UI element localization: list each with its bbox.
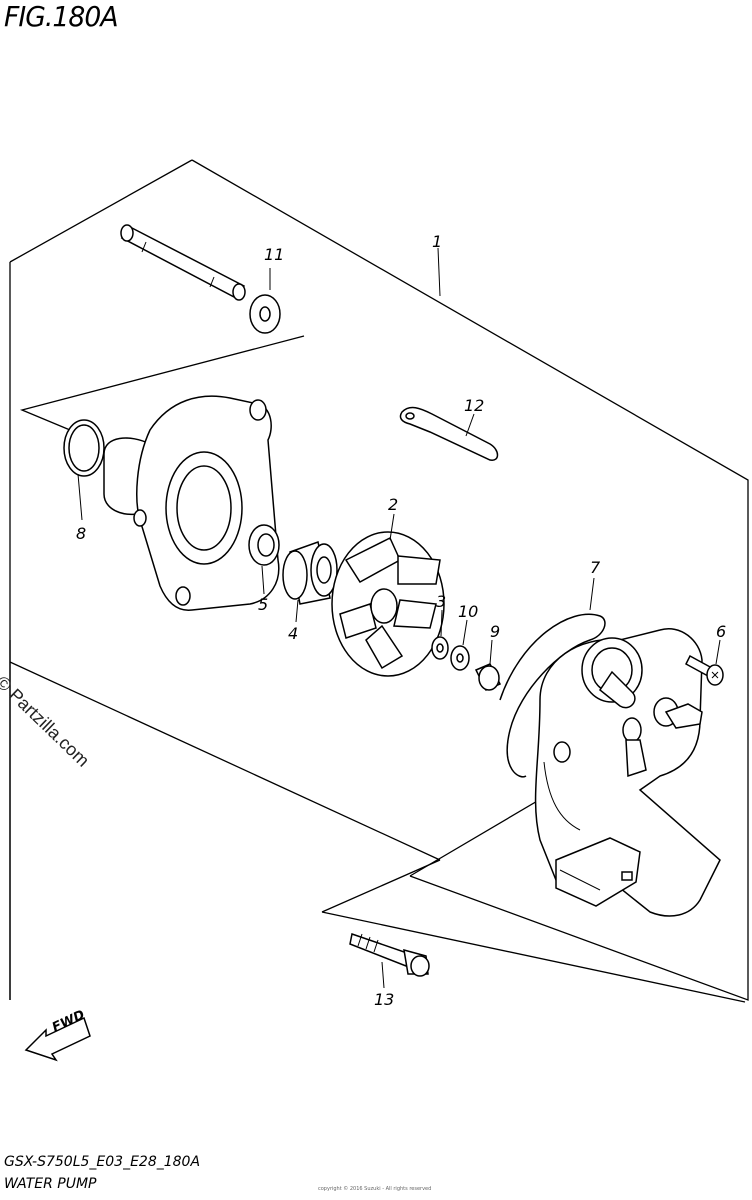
callout-4: 4 xyxy=(288,624,299,643)
mechanical-seal-4-part xyxy=(282,541,338,623)
washer-3-part xyxy=(431,609,449,660)
copyright-fine-print: copyright © 2016 Suzuki - All rights res… xyxy=(318,1186,432,1192)
o-ring-7-part xyxy=(499,577,606,778)
callout-6: 6 xyxy=(716,622,727,641)
callout-10: 10 xyxy=(458,602,479,621)
fwd-arrow-icon xyxy=(24,1016,91,1062)
model-code: GSX-S750L5_E03_E28_180A xyxy=(4,1154,201,1170)
callout-7: 7 xyxy=(590,558,601,577)
seal-5-part xyxy=(248,524,280,595)
pump-shaft-part xyxy=(120,224,246,301)
bolt-6-part xyxy=(685,639,724,686)
callout-9: 9 xyxy=(490,622,501,641)
washer-10-part xyxy=(450,619,470,671)
pump-case-cover-part xyxy=(103,395,280,611)
impeller-2-part xyxy=(331,513,445,677)
bolt-9-part xyxy=(474,639,502,691)
diagram-name: WATER PUMP xyxy=(4,1176,97,1192)
figure-title: FIG.180A xyxy=(4,0,119,33)
callout-5: 5 xyxy=(258,595,269,614)
callout-3: 3 xyxy=(436,592,447,611)
pump-body-1-part xyxy=(437,247,721,917)
callout-13: 13 xyxy=(374,990,395,1009)
callout-1: 1 xyxy=(432,232,443,251)
washer-11-part xyxy=(249,268,281,334)
o-ring-8-part xyxy=(63,419,105,521)
callout-12: 12 xyxy=(464,396,485,415)
callout-11: 11 xyxy=(264,245,285,264)
callout-8: 8 xyxy=(76,524,87,543)
clamp-12-part xyxy=(399,406,499,461)
bolt-13-part xyxy=(349,933,430,989)
callout-2: 2 xyxy=(388,495,399,514)
